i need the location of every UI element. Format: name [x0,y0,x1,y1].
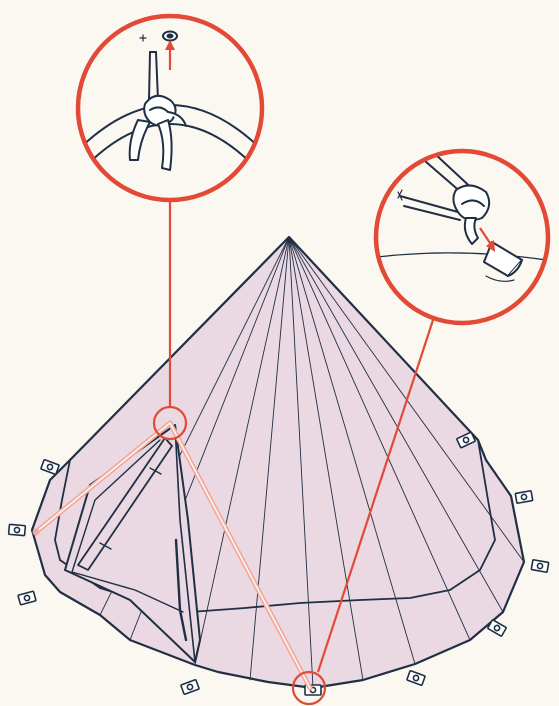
peg-loop-icon [531,560,548,573]
detail-top-knot [78,16,262,200]
peg-loop-icon [515,491,532,504]
eyelet-icon [163,32,177,41]
peg-loop-icon [9,524,26,535]
pole-foot-marker [33,529,40,536]
